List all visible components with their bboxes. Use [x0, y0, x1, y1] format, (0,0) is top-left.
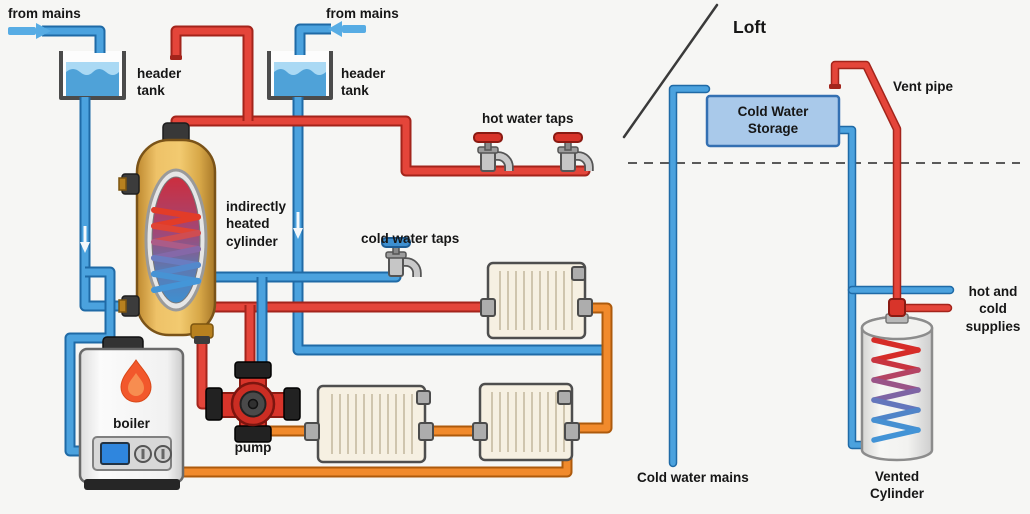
cold-water-storage-tank	[705, 94, 841, 148]
cold-water-pipes-left	[42, 23, 604, 457]
radiator-1	[304, 384, 434, 464]
from-mains-left-label: from mains	[8, 6, 81, 21]
hot-water-taps-label: hot water taps	[482, 111, 574, 126]
indirect-cylinder-label: indirectly heated cylinder	[226, 199, 287, 249]
hot-water-pipes-right	[829, 60, 953, 314]
loft-roof-line	[622, 3, 719, 139]
cold-water-taps-label: cold water taps	[361, 231, 460, 246]
cold-water-pipes-right	[668, 84, 955, 468]
hot-tap-1	[473, 132, 514, 172]
vent-pipe-open-end	[170, 55, 182, 60]
boiler-label: boiler	[113, 416, 150, 431]
header-tank-right-graphic	[267, 51, 333, 100]
vented-cylinder-graphic	[860, 298, 934, 462]
pump-graphic	[205, 361, 301, 443]
indirect-cylinder-graphic	[118, 122, 217, 344]
radiator-3	[480, 261, 593, 340]
heating-coil	[151, 207, 201, 293]
cold-water-mains-label: Cold water mains	[637, 470, 749, 485]
vent-pipe-label: Vent pipe	[893, 79, 954, 94]
loft-label: Loft	[733, 17, 767, 37]
vent-pipe-open-end-right	[829, 84, 841, 89]
header-tank-left-graphic	[59, 51, 126, 100]
from-mains-right-label: from mains	[326, 6, 399, 21]
cold-tap	[381, 237, 422, 277]
radiator-2	[472, 382, 580, 462]
pump-label: pump	[234, 440, 272, 455]
from-mains-arrow-left-icon	[8, 23, 51, 39]
cylinder-top-fitting	[888, 298, 906, 317]
from-mains-arrow-right-icon	[328, 21, 366, 37]
cold-water-storage-label: Cold Water Storage	[737, 104, 809, 137]
flame-icon	[120, 359, 152, 403]
header-tank-right-label: header tank	[341, 66, 386, 99]
flow-arrow-down-icon	[80, 226, 90, 253]
hot-and-cold-supplies-label: hot and cold supplies	[965, 284, 1021, 334]
boiler-control-panel	[92, 436, 172, 471]
hot-tap-2	[553, 132, 594, 172]
boiler-display	[100, 442, 130, 465]
vented-cylinder-coil	[871, 337, 921, 443]
vented-cylinder-label: Vented Cylinder	[869, 469, 924, 502]
flow-arrow-down-icon	[293, 212, 303, 239]
boiler-graphic	[78, 336, 185, 490]
header-tank-left-label: header tank	[137, 66, 182, 99]
